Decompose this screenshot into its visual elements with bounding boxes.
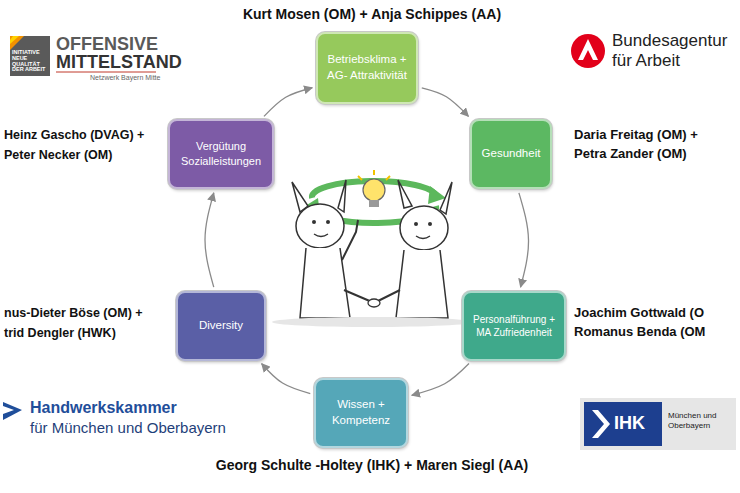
logo-text: INITIATIVE NEUE QUALITÄT DER ARBEIT bbox=[12, 50, 48, 73]
logo-text: MITTELSTAND bbox=[56, 52, 182, 73]
handshake-figures bbox=[272, 317, 472, 327]
box-content: Wissen + Kompetenz bbox=[324, 397, 398, 428]
box-content: Vergütung Sozialleistungen bbox=[176, 139, 266, 169]
logo-text: IHK bbox=[614, 413, 645, 434]
ba-logo-mark bbox=[571, 34, 605, 68]
handshake-figures bbox=[416, 236, 430, 239]
box-label: Betriebsklima + AG- Attraktivität bbox=[326, 52, 408, 83]
box-label: Wissen + Kompetenz bbox=[324, 397, 398, 428]
person-name: Daria Freitag (OM) + bbox=[574, 128, 698, 143]
logo-text: Oberbayern bbox=[668, 421, 710, 430]
handshake-figures bbox=[326, 220, 330, 224]
om-logo-mark bbox=[10, 36, 19, 44]
handshake-figures bbox=[363, 179, 385, 201]
logo-text: für Arbeit bbox=[612, 51, 680, 71]
logo-text: OFFENSIVE bbox=[56, 34, 158, 55]
cycle-arrow bbox=[264, 88, 312, 117]
person-name: Joachim Gottwald (O bbox=[574, 306, 704, 321]
handshake-figures bbox=[400, 206, 448, 250]
cycle-arrow bbox=[205, 193, 214, 287]
logo-text: Netzwerk Bayern Mitte bbox=[90, 74, 160, 82]
person-name: Georg Schulte -Holtey (IHK) + Maren Sieg… bbox=[216, 457, 528, 473]
person-name: Romanus Benda (OM bbox=[574, 325, 705, 340]
handshake-figures bbox=[386, 176, 390, 180]
handshake-figures bbox=[398, 180, 412, 208]
box-content: Betriebsklima + AG- Attraktivität bbox=[326, 52, 408, 83]
person-name: trid Dengler (HWK) bbox=[4, 326, 116, 340]
handshake-figures bbox=[428, 222, 432, 226]
handshake-figures bbox=[358, 176, 362, 180]
logo-text: München und bbox=[668, 411, 716, 420]
person-name: Heinz Gascho (DVAG) + bbox=[4, 128, 144, 142]
handshake-figures bbox=[396, 250, 448, 318]
process-box: Wissen + Kompetenz bbox=[314, 378, 408, 448]
box-content: Personalführung + MA Zufriedenheit bbox=[472, 313, 556, 340]
handshake-figures bbox=[342, 220, 358, 260]
hwk-logo-mark bbox=[3, 402, 22, 420]
ihk-logo-mark bbox=[584, 402, 662, 446]
ihk-logo-mark bbox=[592, 410, 610, 438]
box-content: Diversity bbox=[199, 318, 243, 334]
process-box: Personalführung + MA Zufriedenheit bbox=[462, 291, 566, 361]
person-name: Peter Necker (OM) bbox=[4, 148, 112, 162]
ihk-logo-mark bbox=[580, 398, 736, 450]
handshake-figures bbox=[414, 222, 418, 226]
ihk-logo-mark bbox=[580, 398, 736, 450]
box-label: Vergütung Sozialleistungen bbox=[176, 139, 266, 169]
process-box: Diversity bbox=[176, 291, 266, 361]
handshake-figures bbox=[376, 290, 400, 302]
process-box: Betriebsklima + AG- Attraktivität bbox=[316, 32, 418, 104]
hwk-logo-mark bbox=[3, 406, 14, 414]
person-name: Petra Zander (OM) bbox=[574, 147, 687, 162]
box-label: Diversity bbox=[199, 318, 243, 334]
person-name: nus-Dieter Böse (OM) + bbox=[4, 306, 143, 320]
handshake-figures bbox=[440, 182, 452, 214]
ba-logo-mark bbox=[578, 39, 598, 60]
cycle-arrow bbox=[262, 364, 311, 394]
process-box: Vergütung Sozialleistungen bbox=[168, 119, 274, 189]
person-name: Kurt Mosen (OM) + Anja Schippes (AA) bbox=[243, 6, 501, 22]
process-box: Gesundheit bbox=[470, 119, 552, 189]
handshake-figures bbox=[312, 220, 316, 224]
hwk-logo-mark bbox=[3, 402, 22, 420]
cycle-arrow bbox=[422, 88, 469, 116]
box-label: Gesundheit bbox=[482, 146, 541, 162]
handshake-figures bbox=[373, 170, 375, 175]
logo-text: für München und Oberbayern bbox=[30, 419, 226, 436]
cycle-arrow bbox=[519, 193, 529, 287]
logo-text: Handwerkskammer bbox=[30, 399, 177, 417]
handshake-figures bbox=[344, 290, 372, 302]
cycle-arrow bbox=[412, 364, 469, 396]
om-logo-mark bbox=[10, 36, 50, 76]
box-content: Gesundheit bbox=[482, 146, 541, 162]
handshake-figures bbox=[314, 234, 328, 237]
logo-text: Bundesagentur bbox=[612, 31, 727, 51]
ba-logo-mark bbox=[571, 34, 605, 68]
handshake-figures bbox=[272, 170, 472, 327]
box-label: Personalführung + MA Zufriedenheit bbox=[472, 313, 556, 340]
handshake-figures bbox=[368, 299, 380, 307]
handshake-figures bbox=[338, 180, 346, 212]
om-logo-mark bbox=[10, 36, 24, 50]
handshake-figures bbox=[369, 200, 379, 207]
handshake-figures bbox=[296, 204, 344, 248]
